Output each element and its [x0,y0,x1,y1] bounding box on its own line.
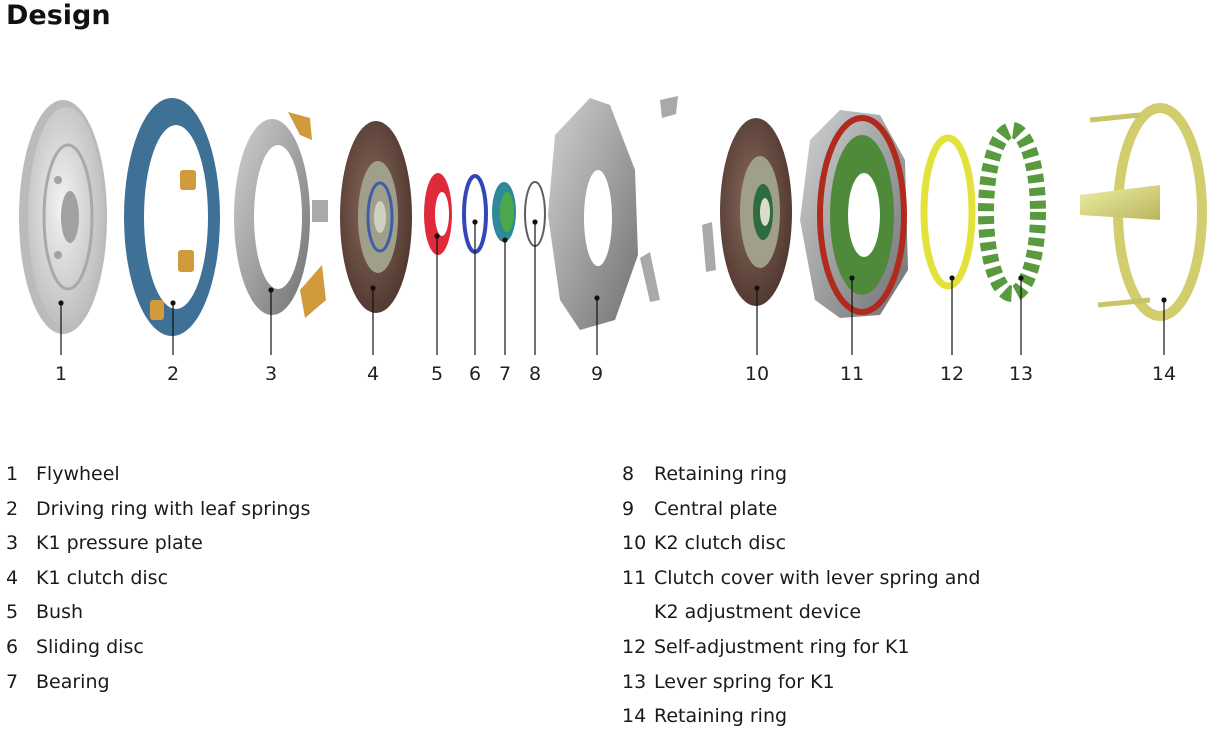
bush-part [424,173,452,255]
callout-number-14: 14 [1152,363,1176,380]
legend-label: K1 pressure plate [36,532,203,555]
legend-number: 13 [622,670,647,693]
leader-dot-14 [1161,297,1167,303]
legend-label: Sliding disc [36,635,144,658]
legend-item: 13 Lever spring for K1 [622,665,980,700]
page-title: Design [6,0,111,31]
central-plate-part [548,96,678,330]
callout-number-9: 9 [591,363,603,380]
legend-number: 6 [6,635,19,658]
legend-number: 12 [622,635,647,658]
legend-label: Self-adjustment ring for K1 [654,635,910,658]
callout-number-11: 11 [840,363,864,380]
callout-number-2: 2 [167,363,179,380]
legend-label: K1 clutch disc [36,566,169,589]
leader-dot-4 [370,285,376,291]
legend-number: 8 [622,463,635,485]
pressure-plate-part [234,112,328,318]
legend-label: Lever spring for K1 [654,670,835,693]
legend-label: Bush [36,601,84,624]
leader-dot-6 [472,219,478,225]
k1-clutch-disc-part [340,121,412,313]
leader-dot-5 [434,233,440,239]
leader-dot-11 [849,275,855,281]
legend-number: 1 [6,463,19,485]
callout-number-13: 13 [1009,363,1033,380]
leader-dot-9 [594,295,600,301]
lever-spring-part [978,122,1046,302]
legend-number: 3 [6,532,19,555]
legend-number: 9 [622,497,635,520]
callout-number-6: 6 [469,363,481,380]
legend-number: 5 [6,601,19,624]
legend-label: K2 adjustment device [654,601,862,624]
retaining-ring-large-part [1080,103,1207,321]
callout-number-3: 3 [265,363,277,380]
legend-label: Retaining ring [654,705,788,728]
legend-number: 2 [6,497,19,520]
leader-dot-1 [58,300,64,306]
legend-label: Clutch cover with lever spring and [654,566,981,589]
legend-number: 4 [6,566,19,589]
legend-number: 7 [6,670,19,693]
callout-number-10: 10 [745,363,769,380]
self-adjustment-ring-part [920,134,976,290]
legend-item: 12 Self-adjustment ring for K1 [622,630,980,665]
leader-dot-12 [949,275,955,281]
legend-number: 11 [622,566,647,589]
legend-item: 3 K1 pressure plate [6,526,310,561]
legend-item: 1 Flywheel [6,457,310,492]
callout-number-12: 12 [940,363,964,380]
callout-number-1: 1 [55,363,67,380]
legend-item: 9 Central plate [622,492,980,527]
legend-item: 14 Retaining ring [622,699,980,734]
flywheel-part [19,100,107,334]
driving-ring-part [124,98,220,336]
legend-item: 5 Bush [6,595,310,630]
legend-item-continuation: K2 adjustment device [622,595,980,630]
legend-number: 10 [622,532,647,555]
k2-clutch-disc-part [702,118,792,306]
callout-number-8: 8 [529,363,541,380]
legend-item: 11 Clutch cover with lever spring and [622,561,980,596]
legend-item: 10 K2 clutch disc [622,526,980,561]
callout-number-5: 5 [431,363,443,380]
legend-number: 14 [622,705,647,728]
callout-number-7: 7 [499,363,511,380]
clutch-cover-part [800,110,908,318]
legend-label: K2 clutch disc [654,532,787,555]
legend-label: Retaining ring [654,463,788,485]
legend-left: 1 Flywheel 2 Driving ring with leaf spring… [6,457,310,699]
legend-label: Bearing [36,670,110,693]
legend-label: Central plate [654,497,778,520]
leader-dot-2 [170,300,176,306]
leader-dot-10 [754,285,760,291]
legend-label: Driving ring with leaf springs [36,497,311,520]
leader-dot-7 [502,237,508,243]
legend-item: 6 Sliding disc [6,630,310,665]
legend-item: 4 K1 clutch disc [6,561,310,596]
legend-item: 7 Bearing [6,665,310,700]
leader-dot-13 [1018,275,1024,281]
leader-dot-8 [532,219,538,225]
legend-item: 8 Retaining ring [622,457,980,492]
legend-item: 2 Driving ring with leaf springs [6,492,310,527]
bearing-part [492,182,516,242]
legend-label: Flywheel [36,463,120,485]
leader-dot-3 [268,287,274,293]
callout-number-4: 4 [367,363,379,380]
